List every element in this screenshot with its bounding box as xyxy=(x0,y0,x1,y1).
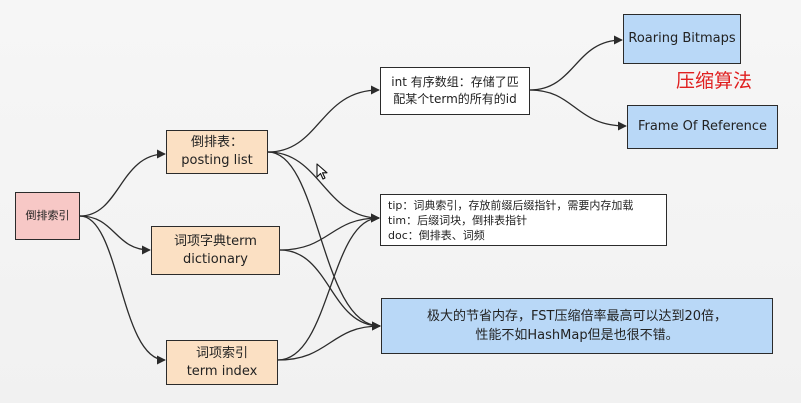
node-tip-tim-doc: tip：词典索引，存放前缀后缀指针，需要内存加载 tim：后缀词块，倒排表指针 … xyxy=(380,194,667,246)
edge-root-index xyxy=(79,215,166,365)
node-term-index-line-1: 词项索引 xyxy=(195,345,248,361)
node-term-index-line-2: term index xyxy=(186,363,258,379)
node-tip-line: tip：词典索引，存放前缀后缀指针，需要内存加载 xyxy=(388,198,634,212)
edge-posting-int xyxy=(267,85,380,153)
edge-posting-tip xyxy=(267,151,380,223)
node-tim-line: tim：后缀词块，倒排表指针 xyxy=(388,213,528,227)
node-inverted-index-label: 倒排索引 xyxy=(25,209,70,222)
node-posting-list-line-2: posting list xyxy=(181,153,253,168)
node-roaring-bitmaps-label: Roaring Bitmaps xyxy=(628,31,736,46)
node-fst-line-2: 性能不如HashMap但是也很不错。 xyxy=(475,328,679,343)
edge-root-dict xyxy=(79,215,151,255)
edge-dict-tip xyxy=(279,213,380,251)
node-fst-line-1: 极大的节省内存，FST压缩倍率最高可以达到20倍， xyxy=(427,309,727,324)
node-term-index: 词项索引 term index xyxy=(166,340,278,385)
node-int-sorted-array: int 有序数组：存储了匹 配某个term的所有的id xyxy=(380,67,530,115)
node-roaring-bitmaps: Roaring Bitmaps xyxy=(623,14,741,64)
edge-index-fst xyxy=(277,321,381,361)
node-frame-of-reference: Frame Of Reference xyxy=(627,105,778,149)
node-inverted-index: 倒排索引 xyxy=(15,192,80,240)
node-int-sorted-array-line-1: int 有序数组：存储了匹 xyxy=(391,75,519,89)
node-int-sorted-array-line-2: 配某个term的所有的id xyxy=(393,92,517,106)
edge-root-posting xyxy=(79,149,166,217)
edge-int-roaring xyxy=(529,35,623,91)
mouse-pointer-icon xyxy=(316,163,328,180)
node-fst-memory: 极大的节省内存，FST压缩倍率最高可以达到20倍， 性能不如HashMap但是也… xyxy=(381,298,773,354)
node-posting-list: 倒排表： posting list xyxy=(166,130,268,174)
node-term-dictionary: 词项字典term dictionary xyxy=(151,226,280,275)
node-posting-list-line-1: 倒排表： xyxy=(190,135,243,150)
edge-index-tip xyxy=(277,213,380,361)
edge-int-frame xyxy=(529,89,627,131)
node-term-dictionary-line-2: dictionary xyxy=(183,251,248,267)
node-term-dictionary-line-1: 词项字典term xyxy=(174,233,257,249)
node-doc-line: doc：倒排表、词频 xyxy=(388,228,485,242)
compression-algorithm-label: 压缩算法 xyxy=(676,70,753,92)
node-frame-of-reference-label: Frame Of Reference xyxy=(637,119,768,134)
